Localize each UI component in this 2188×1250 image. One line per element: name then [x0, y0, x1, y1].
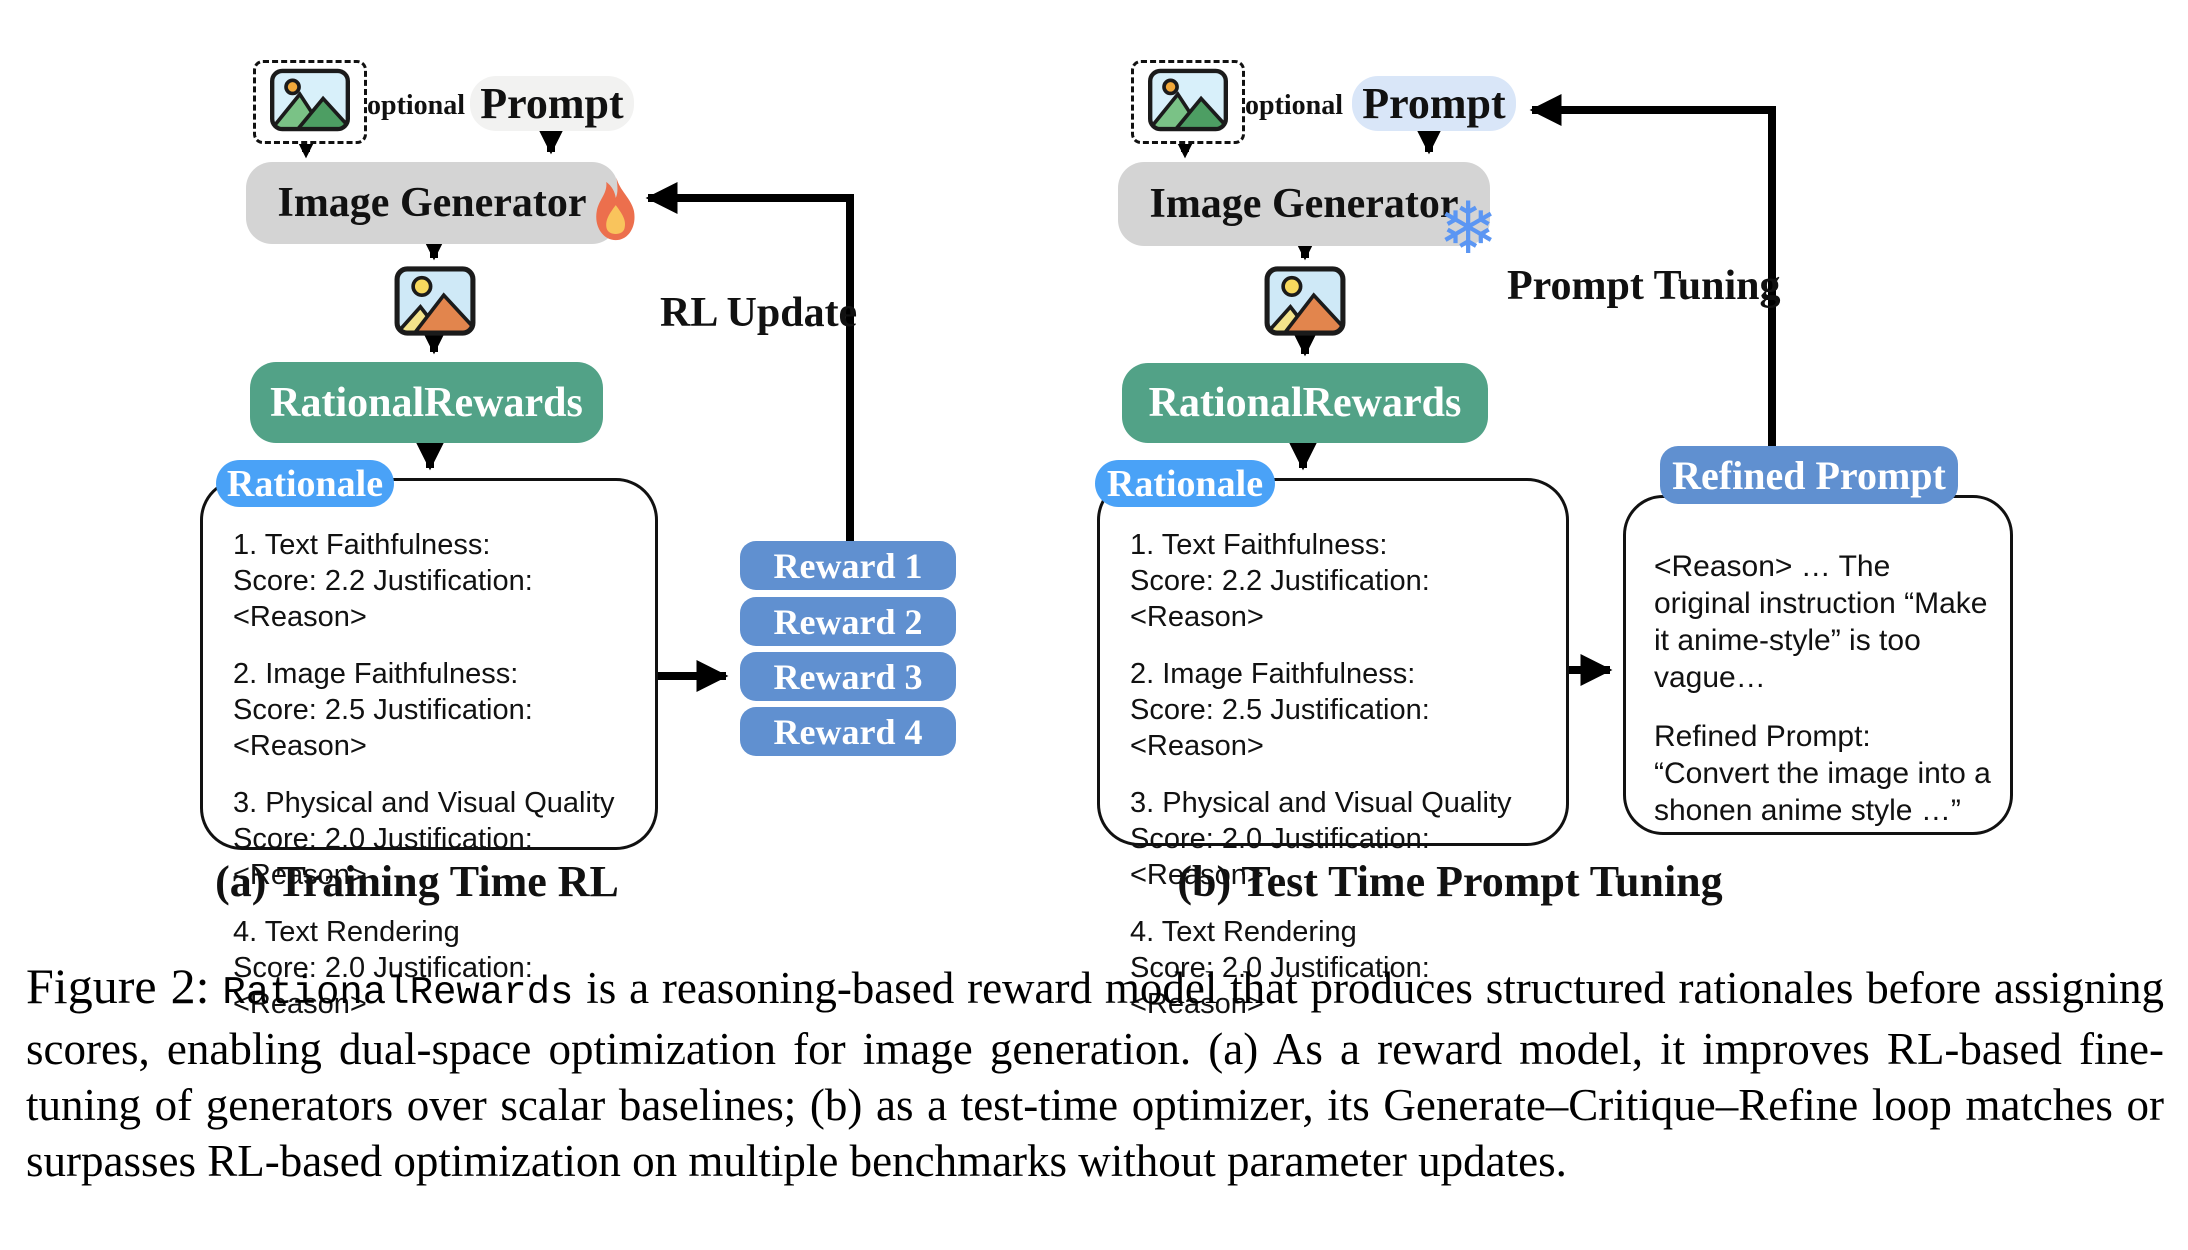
- b-refined-prompt-box: <Reason> … The original instruction “Mak…: [1623, 495, 2013, 835]
- b-panel-caption: (b) Test Time Prompt Tuning: [1177, 857, 1723, 906]
- b-generated-image-icon: [1264, 266, 1346, 341]
- b-prompt-pill: Prompt: [1352, 76, 1516, 131]
- a-rationale-item-detail: Score: 2.5 Justification: <Reason>: [233, 694, 533, 762]
- a-rationale-box: 1. Text Faithfulness: Score: 2.2 Justifi…: [200, 478, 658, 1020]
- b-rationale-item: 1. Text Faithfulness: Score: 2.2 Justifi…: [1130, 527, 1558, 635]
- b-image-generator-box: Image Generator: [1118, 162, 1490, 246]
- figure-caption-text: is a reasoning-based reward model that p…: [26, 963, 2164, 1186]
- b-rationale-item: 2. Image Faithfulness: Score: 2.5 Justif…: [1130, 656, 1558, 764]
- a-rationale-item: 3. Physical and Visual Quality Score: 2.…: [233, 785, 647, 893]
- b-prompt-tuning-loop: [1529, 94, 1776, 447]
- b-rationale-item: 4. Text Rendering Score: 2.0 Justificati…: [1130, 914, 1558, 1022]
- a-generated-image-icon: [394, 266, 476, 341]
- a-rationale-item-title: 3. Physical and Visual Quality: [233, 787, 615, 819]
- a-reward-1-pill: Reward 1: [740, 541, 956, 590]
- b-refined-prompt-pill: Refined Prompt: [1660, 446, 1958, 504]
- b-rationale-item-title: 3. Physical and Visual Quality: [1130, 787, 1512, 819]
- b-rationale-item-title: 1. Text Faithfulness:: [1130, 529, 1388, 561]
- a-image-generator-box: Image Generator: [246, 162, 618, 244]
- a-panel-caption: (a) Training Time RL: [215, 857, 619, 906]
- figure-caption-label: Figure 2:: [26, 958, 210, 1014]
- b-refined-prompt-text: Refined Prompt: “Convert the image into …: [1654, 720, 1991, 827]
- b-rationale-item-detail: Score: 2.5 Justification: <Reason>: [1130, 694, 1430, 762]
- a-rationale-item-title: 4. Text Rendering: [233, 916, 460, 948]
- b-refined-reason-text: <Reason> … The original instruction “Mak…: [1654, 550, 1988, 694]
- b-rationalrewards-box: RationalRewards: [1122, 363, 1488, 443]
- a-rationale-item-title: 1. Text Faithfulness:: [233, 529, 491, 561]
- b-optional-label: optional: [1245, 90, 1344, 121]
- a-reward-4-pill: Reward 4: [740, 707, 956, 756]
- a-input-image-icon: [266, 68, 354, 137]
- a-rl-update-label: RL Update: [660, 290, 858, 336]
- b-optional-image-frame: [1131, 60, 1245, 144]
- b-input-image-icon: [1144, 68, 1232, 137]
- a-rationale-item-detail: Score: 2.0 Justification: <Reason>: [233, 952, 533, 1020]
- a-optional-label: optional: [367, 90, 466, 121]
- a-rationale-item: 4. Text Rendering Score: 2.0 Justificati…: [233, 914, 647, 1022]
- a-rationale-item-detail: Score: 2.2 Justification: <Reason>: [233, 565, 533, 633]
- b-rationale-item-detail: Score: 2.0 Justification: <Reason>: [1130, 823, 1430, 891]
- b-rationale-box: 1. Text Faithfulness: Score: 2.2 Justifi…: [1097, 478, 1569, 1020]
- a-rationale-item: 1. Text Faithfulness: Score: 2.2 Justifi…: [233, 527, 647, 635]
- a-rationalrewards-box: RationalRewards: [250, 362, 603, 443]
- b-prompt-tuning-label: Prompt Tuning: [1507, 263, 1781, 309]
- a-rationale-item-title: 2. Image Faithfulness:: [233, 658, 519, 690]
- a-rationale-item: 2. Image Faithfulness: Score: 2.5 Justif…: [233, 656, 647, 764]
- a-reward-3-pill: Reward 3: [740, 652, 956, 701]
- b-rationale-item-detail: Score: 2.2 Justification: <Reason>: [1130, 565, 1430, 633]
- a-rl-update-loop: [645, 182, 854, 542]
- a-fire-icon: [584, 176, 646, 251]
- a-rationale-item-detail: Score: 2.0 Justification: <Reason>: [233, 823, 533, 891]
- figure-caption-model-name: RationalRewards: [222, 971, 574, 1015]
- a-rationale-pill: Rationale: [216, 460, 394, 507]
- b-rationale-item-detail: Score: 2.0 Justification: <Reason>: [1130, 952, 1430, 1020]
- a-optional-image-frame: [253, 60, 367, 144]
- figure-caption: Figure 2: RationalRewards is a reasoning…: [26, 958, 2164, 1189]
- b-snowflake-icon: ❄: [1438, 186, 1499, 270]
- b-rationale-item-title: 2. Image Faithfulness:: [1130, 658, 1416, 690]
- b-rationale-item-title: 4. Text Rendering: [1130, 916, 1357, 948]
- a-prompt-pill: Prompt: [470, 76, 634, 131]
- a-reward-2-pill: Reward 2: [740, 597, 956, 646]
- b-rationale-item: 3. Physical and Visual Quality Score: 2.…: [1130, 785, 1558, 893]
- b-rationale-pill: Rationale: [1095, 460, 1275, 507]
